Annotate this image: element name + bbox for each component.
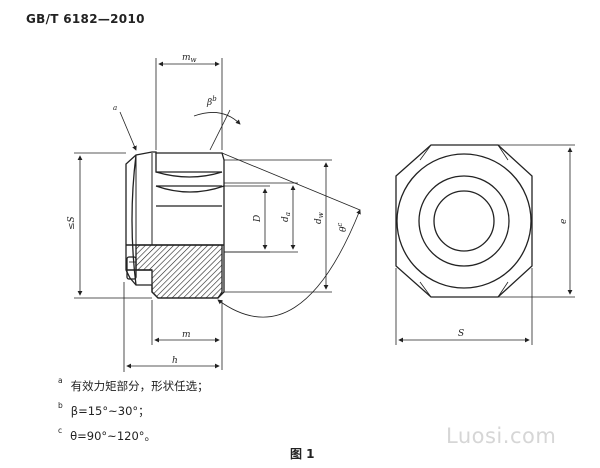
s-left-label: ≤S — [67, 216, 77, 230]
hex-edge-br — [497, 281, 509, 298]
theta-arc — [217, 209, 361, 318]
collar-curve — [155, 171, 223, 178]
hex-edge-bl — [419, 281, 432, 298]
hexagon-outline — [395, 144, 533, 298]
figure-caption: 图 1 — [290, 447, 315, 461]
s-right-label: S — [458, 329, 464, 339]
face-curve — [155, 185, 225, 193]
a-marker-label: a — [113, 104, 117, 112]
collar — [155, 153, 222, 173]
dw-label: dw — [314, 212, 325, 224]
m-label: m — [182, 330, 191, 340]
h-label: h — [172, 356, 178, 366]
insert-pocket — [126, 256, 137, 280]
e-label: e — [559, 219, 569, 224]
theta-label: θc — [336, 223, 349, 232]
front-view — [395, 144, 533, 298]
hex-edge-tl — [419, 144, 432, 161]
side-dimensions — [74, 58, 361, 372]
front-labels: S e — [458, 219, 569, 339]
mw-label: mw — [182, 53, 197, 64]
section-hatch — [135, 244, 223, 299]
beta-label: βb — [206, 95, 217, 108]
front-dimensions — [395, 144, 575, 345]
side-view — [125, 151, 225, 299]
hex-edge-tr — [497, 144, 509, 161]
beta-arc — [193, 112, 241, 125]
side-labels: mw βb a ≤S D da dw θc m h — [67, 53, 349, 366]
watermark: Luosi.com — [446, 424, 557, 448]
bearing-circle — [418, 175, 510, 267]
theta-leader-top — [221, 152, 361, 211]
da-label: da — [281, 212, 292, 222]
d-label: D — [253, 215, 263, 223]
beta-ref-line — [209, 109, 231, 151]
a-leader — [119, 111, 137, 151]
standard-header: GB/T 6182—2010 — [26, 12, 145, 26]
bore-circle — [433, 190, 495, 252]
chamfer-circle — [396, 153, 532, 289]
